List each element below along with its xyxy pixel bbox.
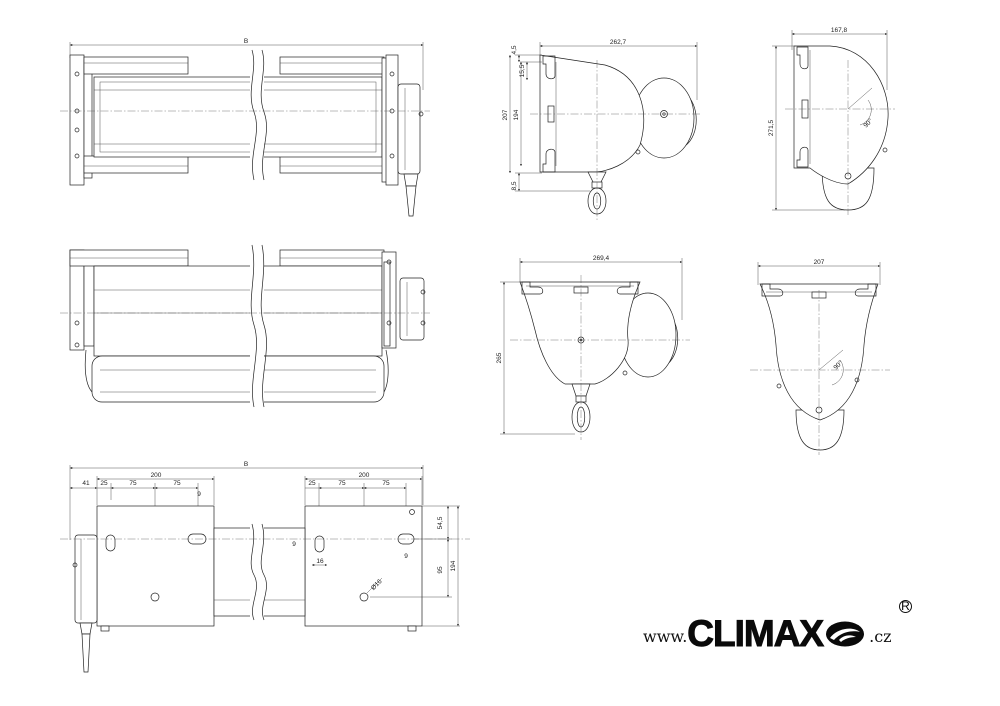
dim-75-d: 75: [382, 480, 390, 487]
dim-41: 41: [82, 480, 90, 487]
dim-25-left: 25: [100, 480, 108, 487]
dim-16: 16: [316, 558, 324, 565]
dim-b-mid: B: [244, 461, 248, 468]
view-front-elevation: B: [60, 38, 430, 217]
view-side-4: 207 90°: [750, 259, 890, 455]
dim-271-5: 271,5: [768, 119, 775, 136]
brand-logo: www. CLIMAX .cz R: [643, 600, 912, 654]
dim-200-left: 200: [151, 472, 162, 479]
dim-15-5: 15,5: [519, 64, 526, 77]
dim-194-side: 194: [513, 109, 520, 120]
view-middle-elevation: [60, 244, 430, 408]
dim-167-8: 167,8: [831, 27, 848, 34]
dim-207-side: 207: [502, 109, 509, 120]
view-side-2: 167,8 90° 271,5: [768, 27, 895, 215]
dim-54-5: 54,5: [437, 516, 444, 529]
dim-9-a: 9: [197, 491, 201, 498]
dim-194-plan: 194: [450, 560, 457, 571]
dim-95: 95: [437, 566, 444, 574]
brand-name: CLIMAX: [687, 613, 825, 654]
dim-9-c: 9: [404, 553, 408, 560]
dim-75-c: 75: [338, 480, 346, 487]
dim-75-b: 75: [173, 480, 181, 487]
dim-8-5: 8,5: [511, 181, 518, 190]
brand-prefix: www.: [643, 627, 688, 646]
view-side-1: 262,7 4,5 15,5 207 194 8,: [502, 39, 700, 220]
dim-9-b: 9: [292, 541, 296, 548]
view-side-3: 269,4 265: [496, 255, 690, 440]
dim-262-7: 262,7: [610, 39, 627, 46]
dim-4-5: 4,5: [511, 45, 518, 54]
dim-207-top: 207: [814, 259, 825, 266]
dim-200-right: 200: [359, 472, 370, 479]
dim-269-4: 269,4: [593, 255, 610, 262]
view-plan-bottom: B 200 200 41 25 75 75 9 25 75 75: [60, 461, 470, 673]
dim-75-a: 75: [129, 480, 137, 487]
swirl-logo-icon: [826, 621, 865, 647]
dim-25-right: 25: [308, 480, 316, 487]
registered-mark: R: [899, 600, 912, 613]
dim-265: 265: [496, 352, 503, 363]
brand-suffix: .cz: [869, 627, 892, 646]
dim-b-top: B: [244, 38, 248, 45]
